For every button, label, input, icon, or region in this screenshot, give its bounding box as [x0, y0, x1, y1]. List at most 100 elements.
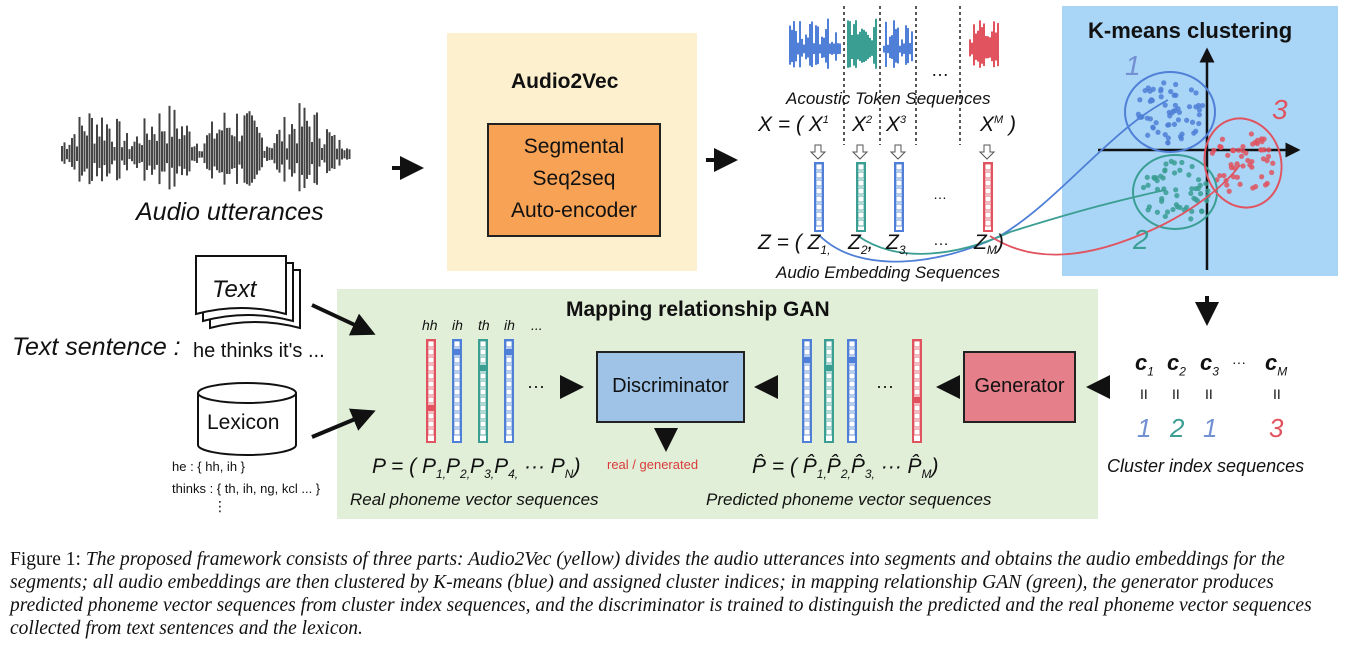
kmeans-point: [1245, 157, 1251, 164]
kmeans-point: [1145, 132, 1151, 138]
kmeans-point: [1205, 188, 1211, 194]
kmeans-point: [1145, 182, 1151, 188]
acoustic-token-waveforms-icon: [789, 18, 999, 69]
kmeans-point: [1154, 209, 1160, 215]
pred-phoneme-vector-3-cell: [848, 364, 856, 372]
real-phoneme-vector-3-cell: [479, 372, 487, 380]
x-close: ): [1009, 113, 1017, 136]
kmeans-point: [1219, 136, 1226, 142]
audio-utterances-label: Audio utterances: [136, 198, 324, 226]
kmeans-point: [1240, 144, 1246, 150]
text-document-label: Text: [212, 276, 257, 303]
real-phoneme-vector-4-cell: [505, 380, 513, 388]
real-phoneme-vector-2-cell: [453, 412, 461, 420]
kmeans-point: [1183, 204, 1190, 211]
z-eq-start: Z = ( Z: [758, 231, 821, 254]
z-close: ): [996, 231, 1004, 254]
real-phoneme-vector-2-cell: [453, 372, 461, 380]
kmeans-cluster-ellipses: [1124, 71, 1283, 230]
cluster-value-2: 2: [1170, 413, 1185, 443]
kmeans-point: [1171, 108, 1177, 114]
z-equation: Z = ( Z1,: [758, 231, 830, 257]
xm-label: XM ): [980, 113, 1016, 137]
pred-phoneme-vector-m-cell: [913, 372, 921, 380]
z1-vector-cell: [815, 171, 823, 179]
kmeans-point: [1191, 130, 1197, 136]
pred-phoneme-vector-m-cell: [913, 356, 921, 364]
z1-vector-cell: [815, 195, 823, 203]
kmeans-point: [1195, 177, 1202, 183]
kmeans-point: [1193, 104, 1199, 110]
pred-phoneme-vector-3-cell: [848, 356, 856, 364]
p4: P: [494, 455, 509, 478]
kmeans-scatter-points: [1135, 80, 1276, 222]
x-eq-start: X = ( X: [758, 113, 823, 136]
kmeans-point: [1217, 173, 1223, 179]
kmeans-point: [1188, 216, 1194, 222]
real-phoneme-vector-1-cell: [427, 420, 435, 428]
zm-vector-cell: [984, 195, 992, 203]
pred-phoneme-vector-3-cell: [848, 348, 856, 356]
cluster-1-label: 1: [1125, 50, 1141, 81]
audio2vec-box-line3: Auto-encoder: [510, 199, 638, 222]
kmeans-point: [1196, 120, 1202, 127]
x2-sup: 2: [866, 114, 873, 126]
x-equation: X = ( X1: [758, 113, 829, 137]
discriminator-label: Discriminator: [612, 375, 729, 397]
zm-label: ZM): [974, 231, 1004, 257]
kmeans-point: [1158, 173, 1164, 179]
generator-label: Generator: [974, 375, 1065, 397]
pred-phoneme-vector-1-cell: [803, 388, 811, 396]
audio-waveform-icon: [61, 103, 351, 192]
kmeans-point: [1166, 122, 1172, 128]
real-phoneme-vector-1-cell: [427, 348, 435, 356]
real-phoneme-label: Real phoneme vector sequences: [350, 490, 599, 509]
kmeans-point: [1224, 182, 1230, 188]
real-phoneme-vector-4-cell: [505, 396, 513, 404]
z3-vector-cell: [895, 179, 903, 187]
audio2vec-box-line2: Seq2seq: [532, 167, 616, 190]
kmeans-point: [1250, 185, 1256, 191]
kmeans-point: [1193, 90, 1199, 96]
cluster-value-3: 1: [1203, 413, 1218, 443]
real-phoneme-vector-4-cell: [505, 420, 513, 428]
kmeans-point: [1189, 186, 1195, 192]
real-phoneme-vector-4-cell: [505, 388, 513, 396]
kmeans-point: [1173, 187, 1179, 193]
c2-sub: 2: [1179, 364, 1186, 379]
kmeans-point: [1269, 169, 1275, 176]
real-phoneme-vector-1-cell: [427, 340, 435, 348]
pred-phoneme-vector-2-cell: [825, 356, 833, 364]
text-sentence-label: Text sentence :: [12, 333, 181, 361]
xm-sup: M: [994, 114, 1004, 126]
pred-phoneme-vector-3-cell: [848, 420, 856, 428]
text-document-icon: [195, 255, 301, 330]
kmeans-point: [1154, 178, 1160, 184]
cluster-3-label: 3: [1272, 94, 1288, 125]
real-phoneme-vector-2-cell: [453, 364, 461, 372]
lexicon-more: ⋮: [213, 498, 227, 514]
pred-phoneme-vector-m-cell: [913, 388, 921, 396]
z2-vector-cell: [857, 203, 865, 211]
kmeans-point: [1174, 193, 1180, 199]
gan-dots-left: ···: [527, 376, 545, 396]
z2-vector-cell: [857, 211, 865, 219]
pred-phoneme-vector-2-cell: [825, 396, 833, 404]
kmeans-point: [1186, 172, 1192, 178]
z3-sub: 3,: [898, 243, 909, 258]
audio2vec-box-line1: Segmental: [523, 135, 625, 158]
kmeans-point: [1178, 136, 1185, 142]
kmeans-point: [1148, 97, 1154, 103]
real-phoneme-vector-4-cell: [505, 364, 513, 372]
figure-graphics: [61, 6, 1301, 456]
zm-vector-cell: [984, 211, 992, 219]
real-phoneme-vector-2-cell: [453, 340, 461, 348]
pred-phoneme-vector-2-cell: [825, 428, 833, 436]
pred-phoneme-vector-m-cell: [913, 380, 921, 388]
kmeans-point: [1266, 147, 1272, 153]
cm-sub: M: [1277, 364, 1288, 379]
zm-sub: M: [986, 243, 997, 258]
cluster-eq-2: II: [1172, 386, 1180, 402]
c3-sub: 3: [1212, 364, 1219, 379]
zm-vector-cell: [984, 179, 992, 187]
